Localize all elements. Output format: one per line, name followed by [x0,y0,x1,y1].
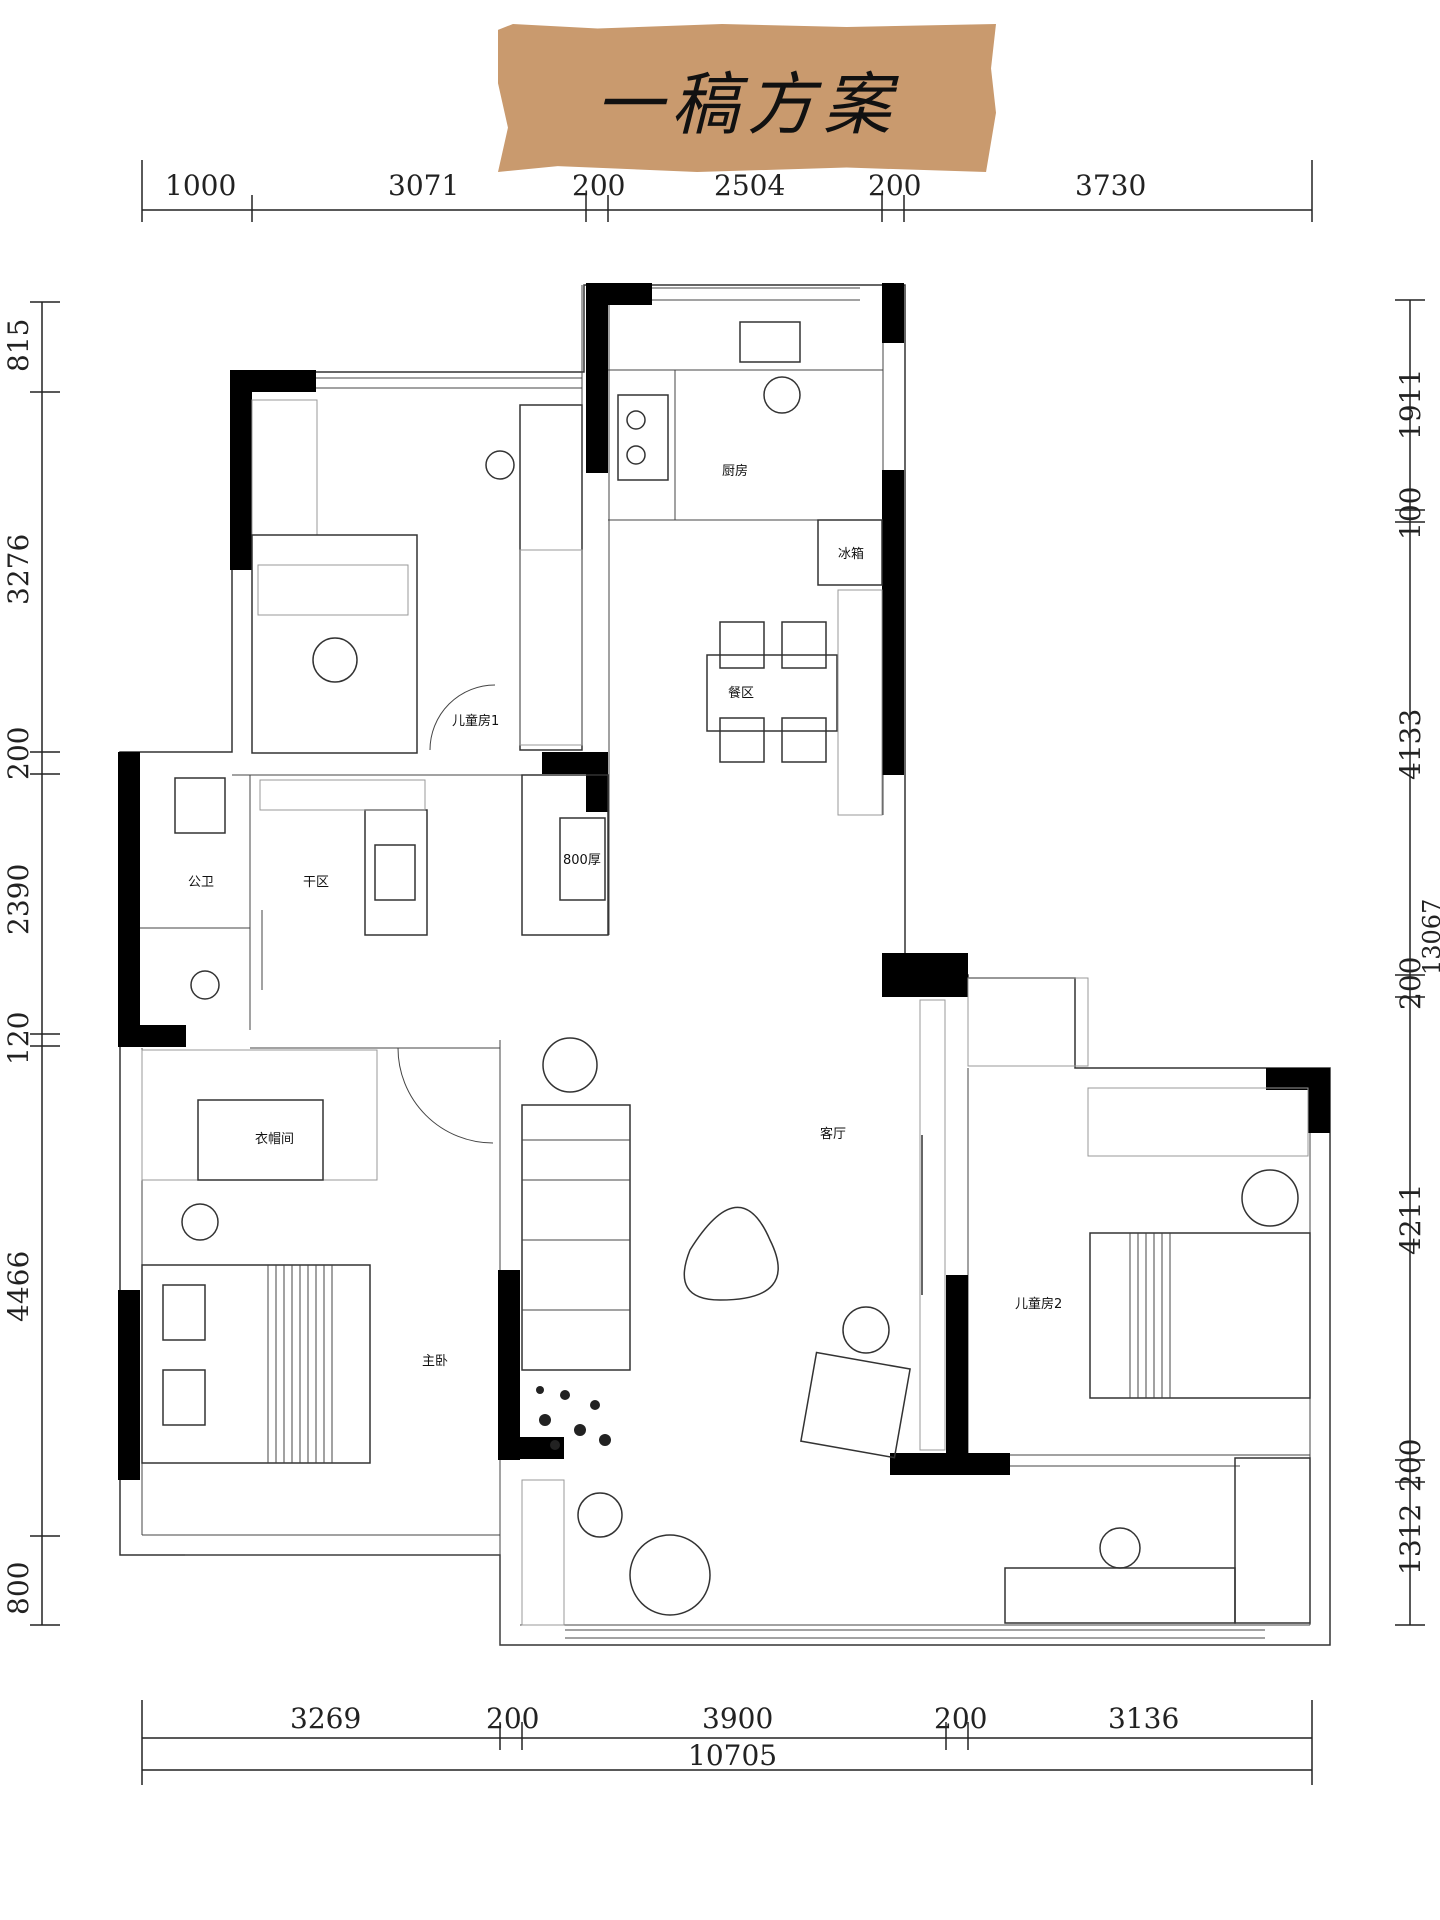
dim-left-3: 200 [2,727,35,780]
room-label-kids-room-1: 儿童房1 [452,713,499,729]
dim-left-1: 815 [2,319,35,372]
dim-top-5: 200 [868,169,921,202]
plan-title: 一稿方案 [594,65,899,145]
bathroom-area: 公卫 干区 [140,775,428,1030]
window-bottom [565,1629,1265,1639]
dim-top-3: 200 [572,169,625,202]
outline [119,284,1331,1646]
dim-bottom-3: 3900 [702,1702,773,1735]
bed-2-stripes [1129,1233,1171,1398]
kids-room-2: 儿童房2 [967,977,1311,1624]
dim-right-4: 200 [1394,957,1427,1010]
plant-decoration [536,1386,611,1450]
dim-left-6: 4466 [2,1251,35,1322]
dim-bottom-2: 200 [486,1702,539,1735]
dim-top-2: 3071 [388,169,459,202]
dim-left-7: 800 [2,1562,35,1615]
dim-top-4: 2504 [714,169,785,202]
dim-right-1: 1911 [1394,369,1427,440]
dim-top-1: 1000 [165,169,236,202]
dim-bottom-1: 3269 [290,1702,361,1735]
room-label-living: 客厅 [820,1126,846,1142]
dining-area: 餐区 [706,589,883,816]
room-label-cloakroom: 衣帽间 [255,1131,294,1147]
kitchen: 厨房 冰箱 [608,287,883,586]
room-label-dry-zone: 干区 [303,875,329,890]
dim-top-6: 3730 [1075,169,1146,202]
bottom-dimension-line: 3269 200 3900 200 3136 10705 [141,1700,1313,1785]
dim-right-5: 4211 [1394,1184,1427,1255]
dim-right-7: 1312 [1394,1504,1427,1575]
right-dimension-line: 1911 100 4133 200 4211 200 1312 13067 [1394,299,1440,1626]
room-label-dining: 餐区 [728,685,754,701]
dim-right-total: 13067 [1418,899,1440,975]
room-label-800-wardrobe: 800厚 [563,853,601,868]
dim-left-2: 3276 [2,534,35,605]
living-room: 客厅 [521,999,946,1626]
room-label-kids-room-2: 儿童房2 [1015,1296,1062,1312]
dim-bottom-4: 200 [934,1702,987,1735]
dim-bottom-total: 10705 [688,1739,777,1772]
left-dimension-line: 815 3276 200 2390 120 4466 800 [2,301,60,1626]
dim-left-5: 120 [2,1012,35,1065]
dim-bottom-5: 3136 [1108,1702,1179,1735]
room-label-kitchen: 厨房 [722,463,748,479]
master-bedroom: 衣帽间 主卧 [141,1047,500,1556]
dim-right-3: 4133 [1394,709,1427,780]
solid-walls [118,283,1330,1480]
title-banner: 一稿方案 [498,24,996,172]
dim-left-4: 2390 [2,864,35,935]
room-label-master: 主卧 [422,1354,448,1369]
bed-stripes [267,1265,333,1463]
dim-right-6: 200 [1394,1439,1427,1492]
room-label-public-bath: 公卫 [188,875,214,890]
room-label-fridge: 冰箱 [838,546,864,562]
dim-right-2: 100 [1394,487,1427,540]
wardrobe-800: 800厚 [521,774,609,936]
top-dimension-line: 1000 3071 200 2504 200 3730 [141,160,1313,222]
kids-room-1: 儿童房1 [251,377,583,754]
